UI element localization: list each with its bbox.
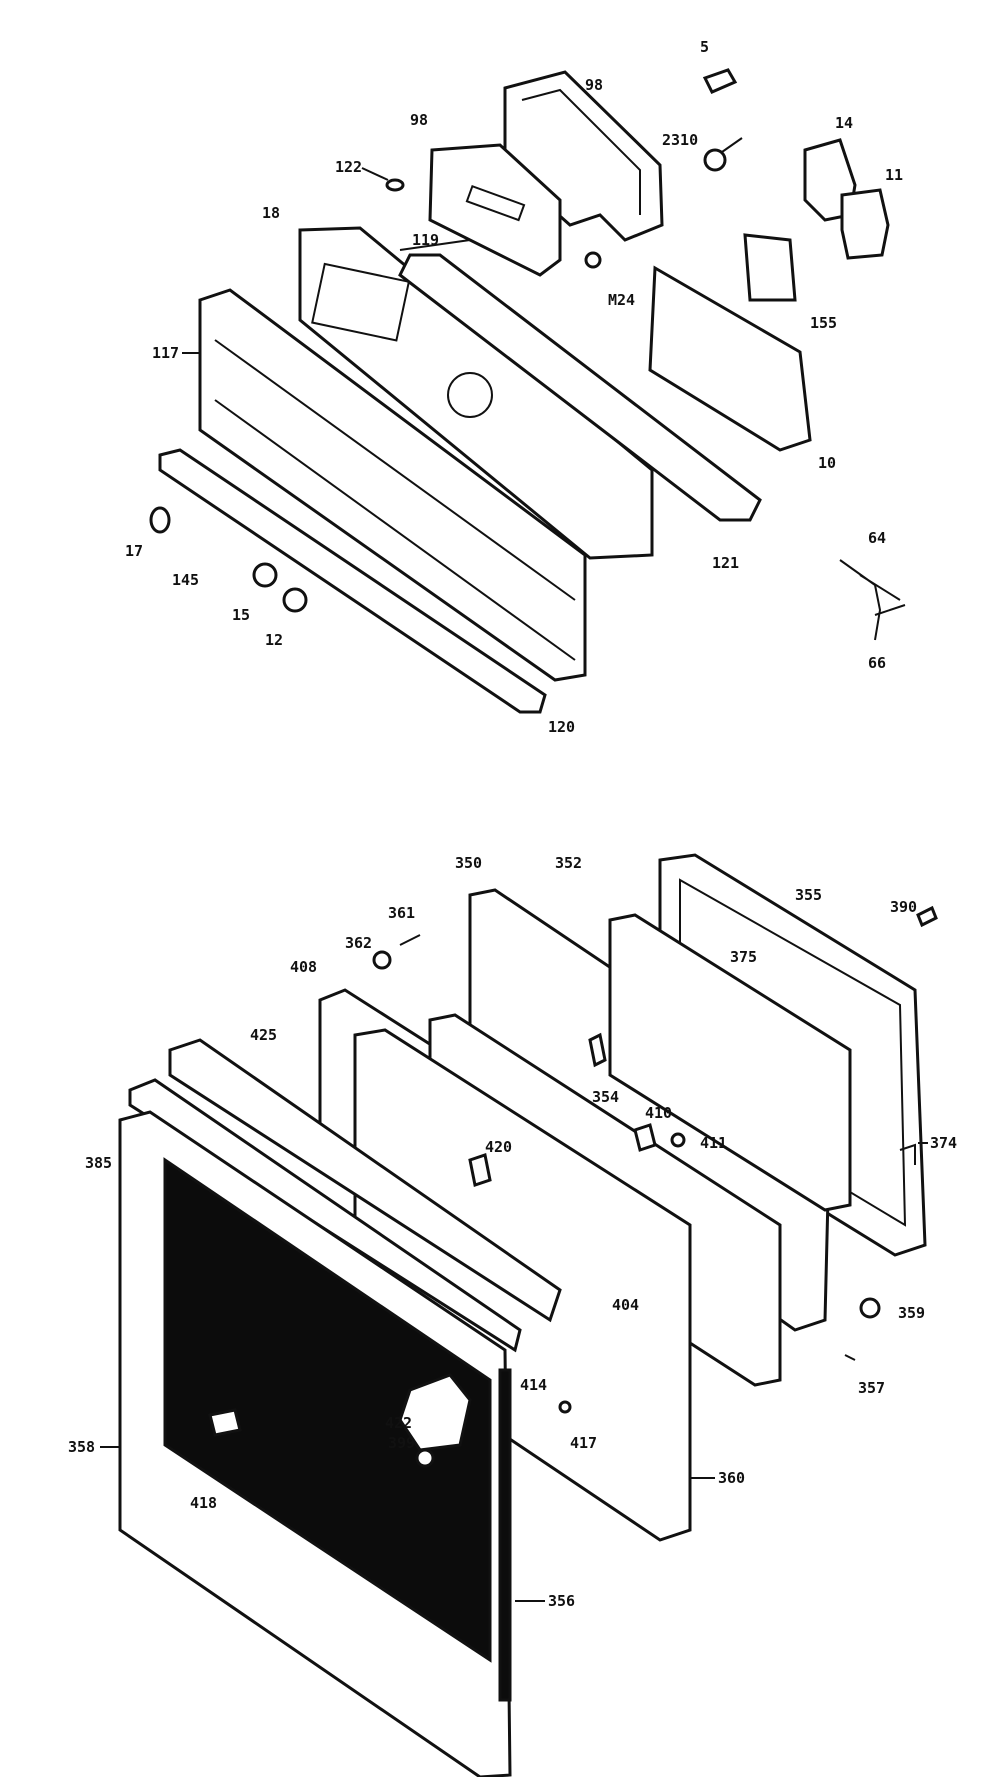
label-417: 417 [570,1434,597,1452]
part-155 [743,233,797,302]
part-5 [702,68,738,94]
top-callouts: 5 98 2310 122 98 14 11 18 119 M24 155 11… [125,38,903,736]
label-12: 12 [265,631,283,649]
label-356: 356 [548,1592,575,1610]
label-358: 358 [68,1438,95,1456]
label-121: 121 [712,554,739,572]
part-410 [633,1123,657,1152]
label-361: 361 [388,904,415,922]
label-98a: 98 [585,76,603,94]
part-418 [208,1408,242,1437]
part-374 [899,1143,916,1165]
part-98-timer [428,143,562,277]
part-356-side [498,1368,512,1702]
part-M24 [584,251,602,269]
part-64-66-harness [839,559,906,641]
label-11: 11 [885,166,903,184]
part-18-panel [298,226,654,560]
label-66: 66 [868,654,886,672]
label-420: 420 [485,1138,512,1156]
part-121-rail [398,253,762,522]
label-117: 117 [152,344,179,362]
oven-door-assembly [118,853,938,1777]
label-155: 155 [810,314,837,332]
part-369 [859,1297,881,1319]
label-5: 5 [700,38,709,56]
label-14: 14 [835,114,853,132]
label-374: 374 [930,1134,957,1152]
part-11 [840,188,890,260]
label-355: 355 [795,886,822,904]
part-17 [149,506,171,534]
part-119 [399,239,471,251]
label-64: 64 [868,529,886,547]
label-354: 354 [592,1088,619,1106]
label-98b: 98 [410,111,428,129]
part-354 [588,1032,607,1068]
part-411 [670,1132,686,1148]
part-361 [399,934,421,946]
part-362 [372,950,392,970]
bottom-callouts: 350 352 355 390 361 362 408 375 425 354 … [68,854,957,1610]
part-399 [415,1448,435,1468]
part-10-bracket [648,265,812,452]
label-375: 375 [730,948,757,966]
part-375-glass [608,913,852,1212]
label-120: 120 [548,718,575,736]
label-422: 422 [385,1414,412,1432]
label-18: 18 [262,204,280,222]
part-15-knob [252,562,278,588]
label-408: 408 [290,958,317,976]
part-122 [385,178,405,192]
label-410: 410 [645,1104,672,1122]
label-2310: 2310 [662,131,698,149]
part-12-knob [282,587,308,613]
label-145: 145 [172,571,199,589]
label-M24: M24 [608,291,635,309]
part-420 [468,1153,492,1187]
label-399: 399 [388,1434,415,1452]
part-425-handle [168,1038,562,1323]
control-panel-assembly [149,68,906,714]
label-385: 385 [85,1154,112,1172]
label-357: 357 [858,1379,885,1397]
label-119: 119 [412,231,439,249]
part-390 [916,905,938,928]
label-404: 404 [612,1296,639,1314]
part-117-backguard [198,288,587,682]
label-414: 414 [520,1376,547,1394]
part-422-hinge [398,1373,472,1452]
part-417 [558,1400,572,1414]
label-10: 10 [818,454,836,472]
label-411: 411 [700,1134,727,1152]
part-385-trim [128,1078,522,1353]
label-350: 350 [455,854,482,872]
part-2310 [703,148,727,172]
part-357 [844,1354,856,1361]
label-359: 359 [898,1304,925,1322]
label-390: 390 [890,898,917,916]
label-122: 122 [335,158,362,176]
label-15: 15 [232,606,250,624]
label-362: 362 [345,934,372,952]
label-360: 360 [718,1469,745,1487]
part-120-trim [158,448,547,714]
door-glass [163,1157,492,1663]
label-17: 17 [125,542,143,560]
label-425: 425 [250,1026,277,1044]
label-418: 418 [190,1494,217,1512]
label-352: 352 [555,854,582,872]
